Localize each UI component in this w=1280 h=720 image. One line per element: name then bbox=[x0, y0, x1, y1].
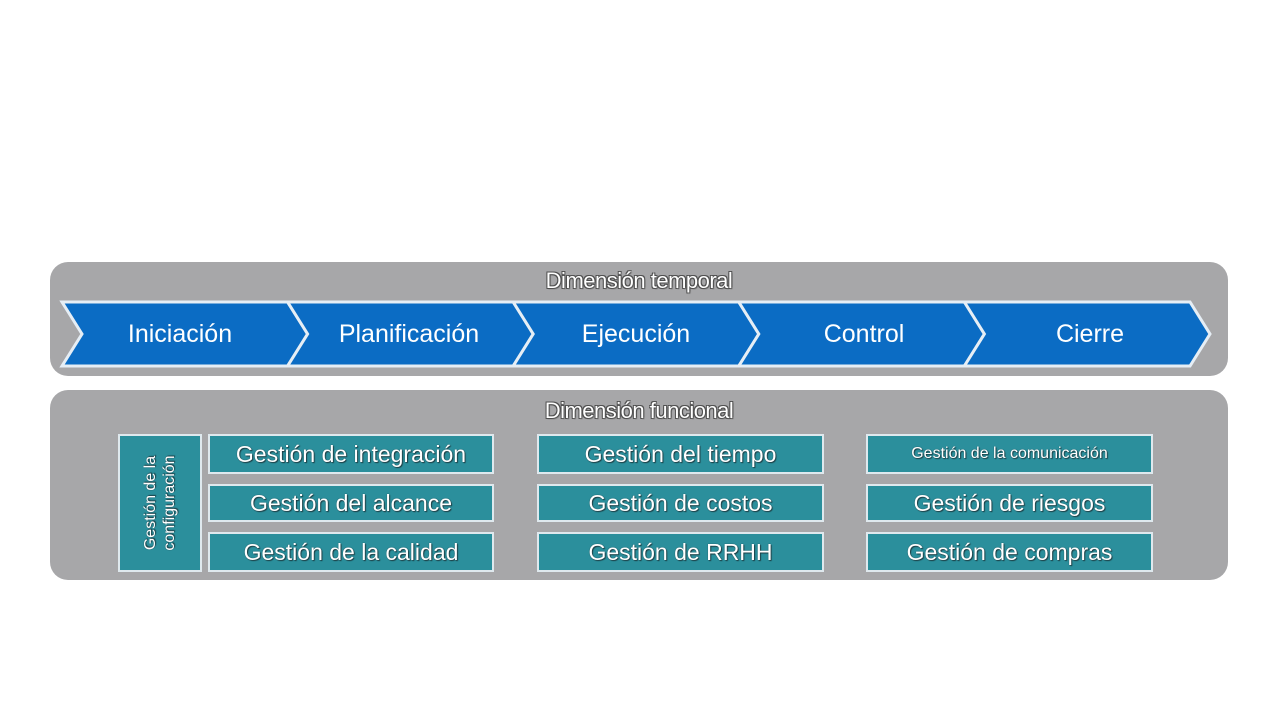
box-gestion-costos: Gestión de costos bbox=[537, 484, 824, 522]
box-gestion-compras: Gestión de compras bbox=[866, 532, 1153, 572]
configuration-label-line1: Gestión de la bbox=[142, 455, 159, 551]
box-gestion-alcance: Gestión del alcance bbox=[208, 484, 494, 522]
phase-label-control: Control bbox=[823, 320, 905, 348]
phase-label-ejecucion: Ejecución bbox=[581, 320, 691, 348]
box-gestion-integracion: Gestión de integración bbox=[208, 434, 494, 474]
configuration-management-box: Gestión de la configuración bbox=[118, 434, 202, 572]
box-gestion-tiempo: Gestión del tiempo bbox=[537, 434, 824, 474]
configuration-label-line2: configuración bbox=[161, 455, 178, 551]
phase-label-planificacion: Planificación bbox=[338, 320, 480, 348]
phase-label-iniciacion: Iniciación bbox=[127, 320, 233, 348]
box-gestion-calidad: Gestión de la calidad bbox=[208, 532, 494, 572]
box-gestion-riesgos: Gestión de riesgos bbox=[866, 484, 1153, 522]
phase-label-cierre: Cierre bbox=[1055, 320, 1125, 348]
functional-dimension-title: Dimensión funcional bbox=[544, 398, 734, 423]
box-gestion-rrhh: Gestión de RRHH bbox=[537, 532, 824, 572]
configuration-management-label: Gestión de la configuración bbox=[141, 455, 179, 550]
box-gestion-comunicacion: Gestión de la comunicación bbox=[866, 434, 1153, 474]
temporal-dimension-title: Dimensión temporal bbox=[545, 268, 733, 293]
